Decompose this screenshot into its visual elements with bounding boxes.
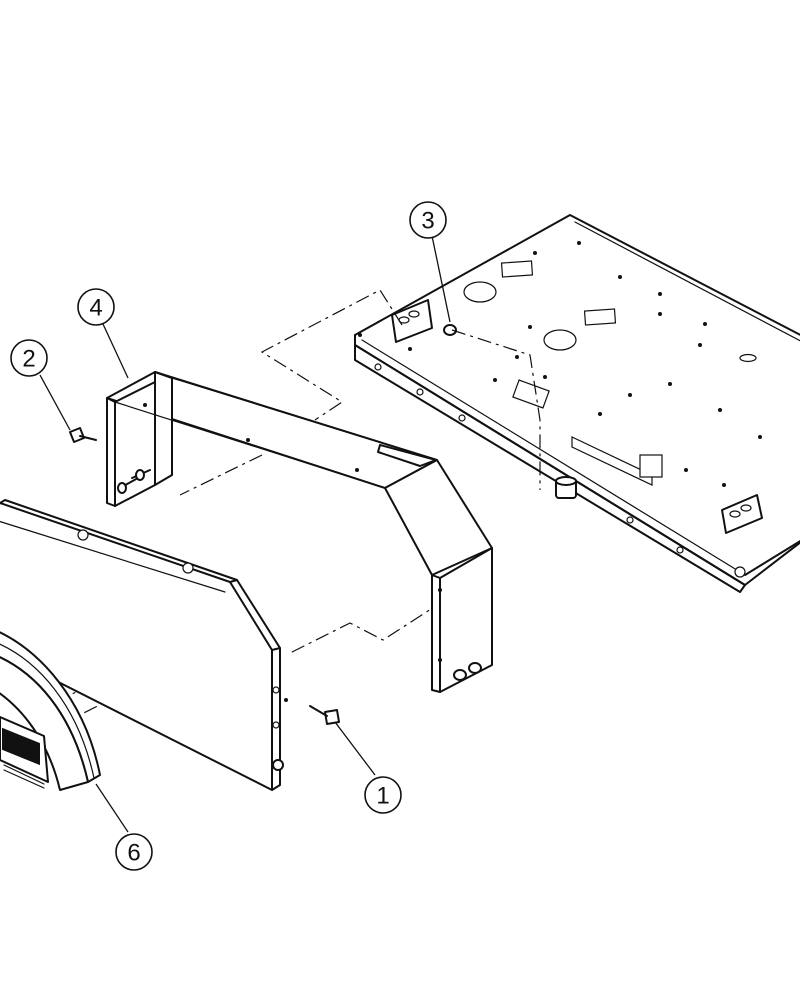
side-panel bbox=[0, 499, 288, 791]
callout-label-6: 6 bbox=[127, 840, 140, 867]
leader-lines bbox=[39, 235, 451, 833]
callout-balloon-2: 2 bbox=[10, 339, 48, 377]
callout-balloon-6: 6 bbox=[115, 833, 153, 871]
callout-label-2: 2 bbox=[22, 346, 35, 373]
screw-part-2 bbox=[69, 427, 97, 443]
callout-balloon-3: 3 bbox=[409, 201, 447, 239]
curved-fender-part bbox=[0, 631, 101, 791]
callout-balloon-4: 4 bbox=[77, 288, 115, 326]
base-frame-plate bbox=[354, 214, 800, 593]
callout-label-3: 3 bbox=[421, 208, 434, 235]
bolt-part-1 bbox=[309, 705, 340, 725]
u-bracket-part bbox=[106, 371, 493, 693]
callout-label-1: 1 bbox=[376, 783, 389, 810]
callout-balloon-1: 1 bbox=[364, 776, 402, 814]
callout-label-4: 4 bbox=[89, 295, 102, 322]
